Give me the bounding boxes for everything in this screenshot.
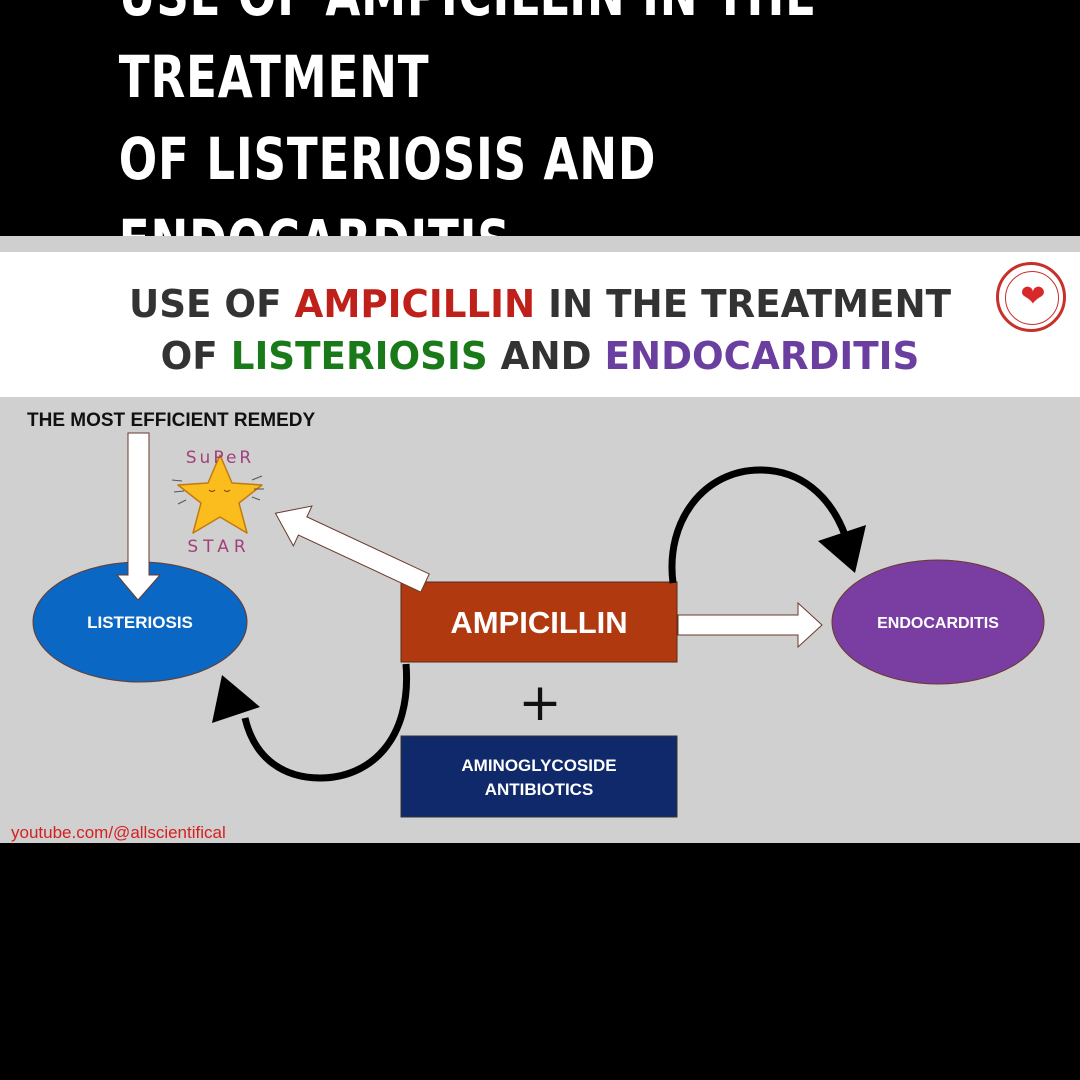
aminoglycoside-node bbox=[400, 735, 678, 818]
banner-text: OF bbox=[160, 334, 231, 378]
banner-listeriosis: LISTERIOSIS bbox=[230, 334, 488, 378]
curved-arrow-bottom-icon bbox=[241, 663, 411, 782]
curved-arrow-top-icon bbox=[668, 466, 849, 584]
listeriosis-label: LISTERIOSIS bbox=[87, 613, 193, 632]
banner-text: AND bbox=[487, 334, 605, 378]
ampicillin-node bbox=[400, 581, 678, 663]
banner bbox=[0, 252, 1080, 397]
curved-arrow-top-head-icon bbox=[818, 525, 866, 573]
remedy-label: THE MOST EFFICIENT REMEDY bbox=[27, 410, 316, 431]
heart-cross-seal-icon: ❤ bbox=[996, 262, 1066, 332]
title-line-1: USE OF AMPICILLIN IN THE TREATMENT bbox=[118, 0, 816, 111]
star-bottom-text: STAR bbox=[187, 537, 250, 557]
banner-ampicillin: AMPICILLIN bbox=[294, 282, 536, 326]
endocarditis-label: ENDOCARDITIS bbox=[877, 615, 999, 632]
star-top-text: SuPeR bbox=[186, 448, 254, 468]
banner-endocarditis: ENDOCARDITIS bbox=[604, 334, 920, 378]
banner-text: USE OF bbox=[128, 282, 295, 326]
endocarditis-node bbox=[831, 559, 1045, 685]
aminoglycoside-label-2: ANTIBIOTICS bbox=[485, 780, 594, 799]
divider-strip bbox=[0, 236, 1080, 252]
ampicillin-label: AMPICILLIN bbox=[450, 605, 627, 640]
banner-text: IN THE TREATMENT bbox=[535, 282, 952, 326]
diagonal-arrow-icon bbox=[274, 505, 430, 593]
down-arrow-icon bbox=[115, 432, 162, 601]
plus-sign: + bbox=[518, 673, 562, 733]
aminoglycoside-label-1: AMINOGLYCOSIDE bbox=[461, 756, 616, 775]
banner-title: USE OF AMPICILLIN IN THE TREATMENT OF LI… bbox=[0, 278, 1080, 382]
super-star-icon: SuPeR STAR bbox=[171, 448, 264, 557]
right-arrow-icon bbox=[677, 601, 823, 649]
youtube-credit-link[interactable]: youtube.com/@allscientifical bbox=[11, 823, 226, 842]
curved-arrow-bottom-head-icon bbox=[212, 675, 260, 723]
